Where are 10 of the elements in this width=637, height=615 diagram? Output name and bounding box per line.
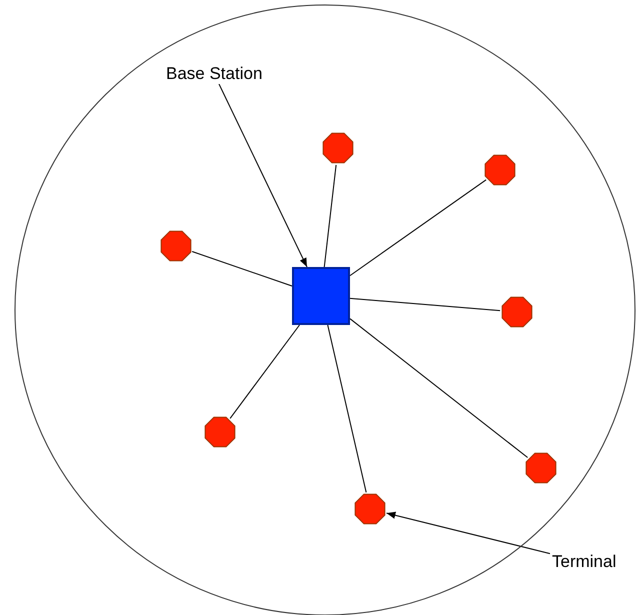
- connector-line: [350, 298, 501, 312]
- callout-label: Base Station: [164, 64, 264, 84]
- connector-line: [324, 164, 337, 268]
- connector-line: [192, 251, 292, 286]
- connector-line: [230, 324, 300, 419]
- connector-line: [350, 318, 528, 458]
- leader-arrow: [386, 512, 550, 554]
- connector-line: [327, 324, 367, 493]
- leader-arrow: [218, 84, 308, 268]
- connector-line: [350, 179, 487, 276]
